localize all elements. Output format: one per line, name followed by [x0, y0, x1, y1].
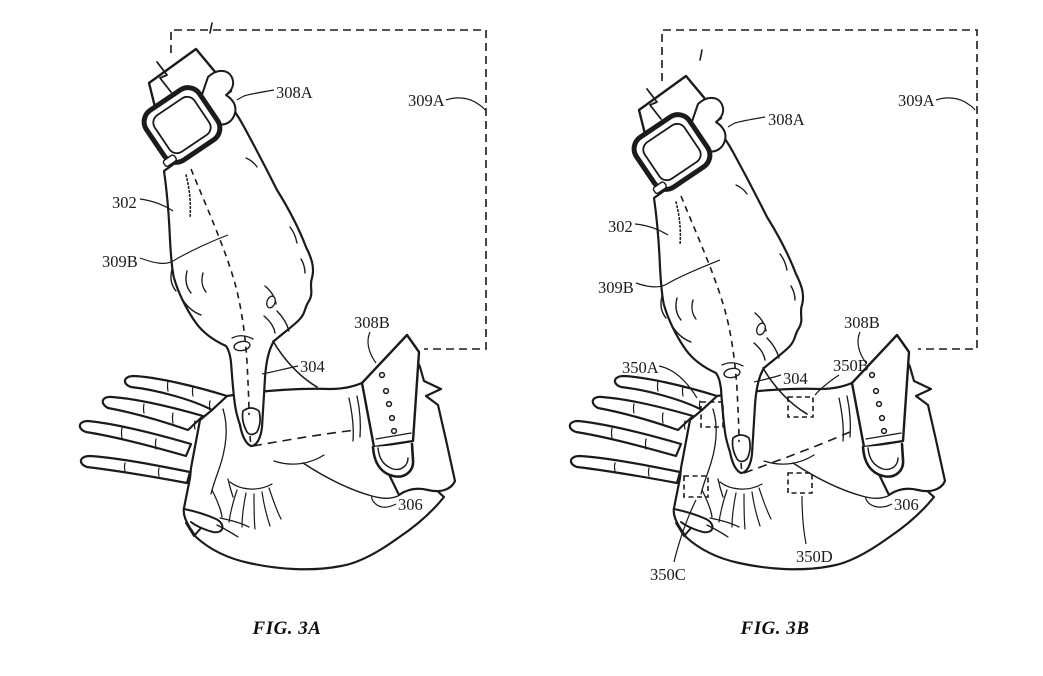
ref-label-306: 306	[398, 495, 423, 514]
ref-label-350b: 350B	[833, 356, 869, 375]
ref-label-309b: 309B	[102, 252, 138, 271]
target-region-c-box	[683, 475, 709, 498]
ref-label-302: 302	[112, 193, 137, 212]
figure-3b-drawing: 308A 309A 302 309B 350A 304 350B 308B 30…	[568, 29, 978, 639]
leader-304	[753, 374, 782, 383]
ref-label-308b: 308B	[844, 313, 880, 332]
leader-309b	[635, 259, 721, 288]
leader-350d	[801, 495, 807, 545]
leader-308a	[727, 116, 766, 128]
ref-label-350d: 350D	[796, 547, 833, 566]
leader-350c	[673, 499, 697, 563]
ref-label-350c: 350C	[650, 565, 686, 584]
figure-caption-3b: FIG. 3B	[740, 618, 810, 639]
leader-308a	[236, 89, 275, 101]
target-region-b-box	[787, 396, 814, 418]
leader-309a	[445, 97, 486, 111]
figure-caption-3a: FIG. 3A	[252, 618, 322, 639]
sensing-boundary-outline	[661, 29, 978, 350]
ref-label-304: 304	[783, 369, 808, 388]
palm-dashed-line	[252, 429, 357, 447]
ref-label-304: 304	[300, 357, 325, 376]
leader-309a	[935, 97, 976, 111]
ref-label-308a: 308A	[768, 110, 805, 129]
ref-label-309b: 309B	[598, 278, 634, 297]
target-region-a-box	[700, 401, 724, 428]
leader-302	[139, 198, 174, 212]
ref-label-306: 306	[894, 495, 919, 514]
leader-308b	[857, 331, 867, 364]
leader-350a	[658, 365, 698, 399]
target-region-d-box	[787, 472, 813, 494]
leader-304	[261, 365, 299, 375]
figure-3a-drawing: 308A 309A 302 309B 304 308B 306 FIG. 3A	[78, 20, 487, 639]
leader-309b	[139, 234, 229, 264]
ref-label-309a: 309A	[898, 91, 935, 110]
ref-label-302: 302	[608, 217, 633, 236]
ref-label-308b: 308B	[354, 313, 390, 332]
ref-label-350a: 350A	[622, 358, 659, 377]
ref-label-309a: 309A	[408, 91, 445, 110]
pointing-axis-dashed-line	[680, 195, 743, 474]
leader-306	[865, 496, 893, 508]
sensing-boundary-outline	[170, 29, 487, 350]
leader-302	[634, 223, 669, 236]
ref-label-308a: 308A	[276, 83, 313, 102]
leader-306	[371, 495, 397, 508]
leader-308b	[367, 331, 377, 364]
leader-350b	[814, 374, 840, 396]
pointing-axis-dashed-line	[190, 168, 252, 448]
